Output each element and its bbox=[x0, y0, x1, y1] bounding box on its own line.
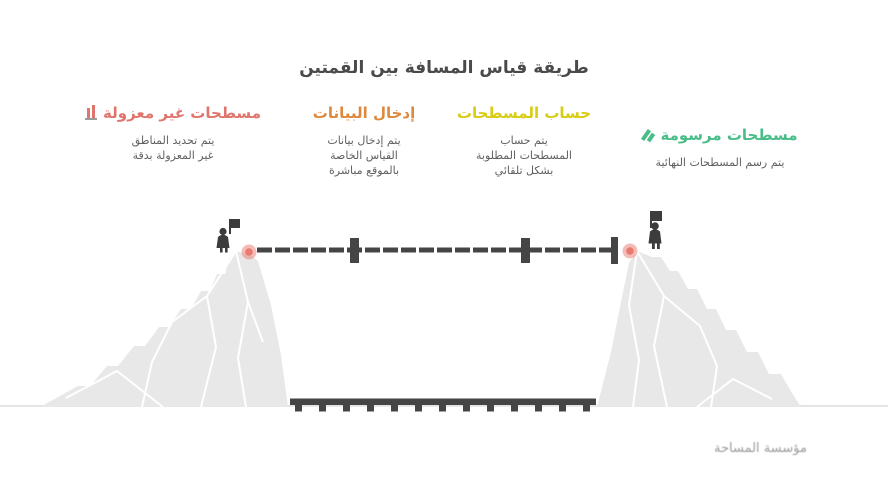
watermark-logo: مؤسسة المساحة bbox=[714, 441, 807, 456]
left-mountain bbox=[40, 250, 288, 408]
step-green-description: يتم رسم المسطحات النهائية bbox=[655, 156, 785, 169]
step-orange-description: يتم إدخال بيانات القياس الخاصة بالموقع م… bbox=[327, 134, 401, 177]
measure-tick-right bbox=[521, 238, 530, 263]
step-red-description: يتم تحديد المناطق غير المعزولة بدقة bbox=[131, 134, 215, 162]
step-red-label-row: مسطحات غير معزولة bbox=[78, 104, 268, 122]
measure-marks-icon bbox=[85, 104, 98, 122]
step-green: مسطحات مرسومة يتم رسم المسطحات النهائية bbox=[636, 126, 804, 170]
right-mountain bbox=[597, 250, 801, 408]
step-green-label: مسطحات مرسومة bbox=[660, 126, 798, 144]
step-red: مسطحات غير معزولة يتم تحديد المناطق غير … bbox=[78, 104, 268, 163]
dashed-track bbox=[290, 398, 596, 412]
measure-tick-left bbox=[350, 238, 359, 263]
step-orange: إدخال البيانات يتم إدخال بيانات القياس ا… bbox=[288, 104, 440, 178]
step-green-label-row: مسطحات مرسومة bbox=[636, 126, 804, 144]
left-climber-with-flag-icon bbox=[216, 219, 240, 253]
right-climber-with-flag-icon bbox=[648, 211, 662, 249]
step-yellow: حساب المسطحات يتم حساب المسطحات المطلوبة… bbox=[448, 104, 600, 178]
step-orange-label: إدخال البيانات bbox=[312, 104, 416, 122]
right-peak-red-dot-icon bbox=[622, 243, 638, 259]
step-yellow-label-row: حساب المسطحات bbox=[448, 104, 600, 122]
step-yellow-label: حساب المسطحات bbox=[456, 104, 592, 122]
step-red-label: مسطحات غير معزولة bbox=[103, 104, 261, 122]
page-title: طريقة قياس المسافة بين القمتين bbox=[299, 58, 589, 78]
step-yellow-description: يتم حساب المسطحات المطلوبة بشكل تلقائي bbox=[476, 134, 572, 177]
left-peak-red-dot-icon bbox=[241, 244, 257, 260]
measuring-line bbox=[257, 237, 618, 264]
measure-end-cap bbox=[611, 237, 618, 264]
step-orange-label-row: إدخال البيانات bbox=[288, 104, 440, 122]
